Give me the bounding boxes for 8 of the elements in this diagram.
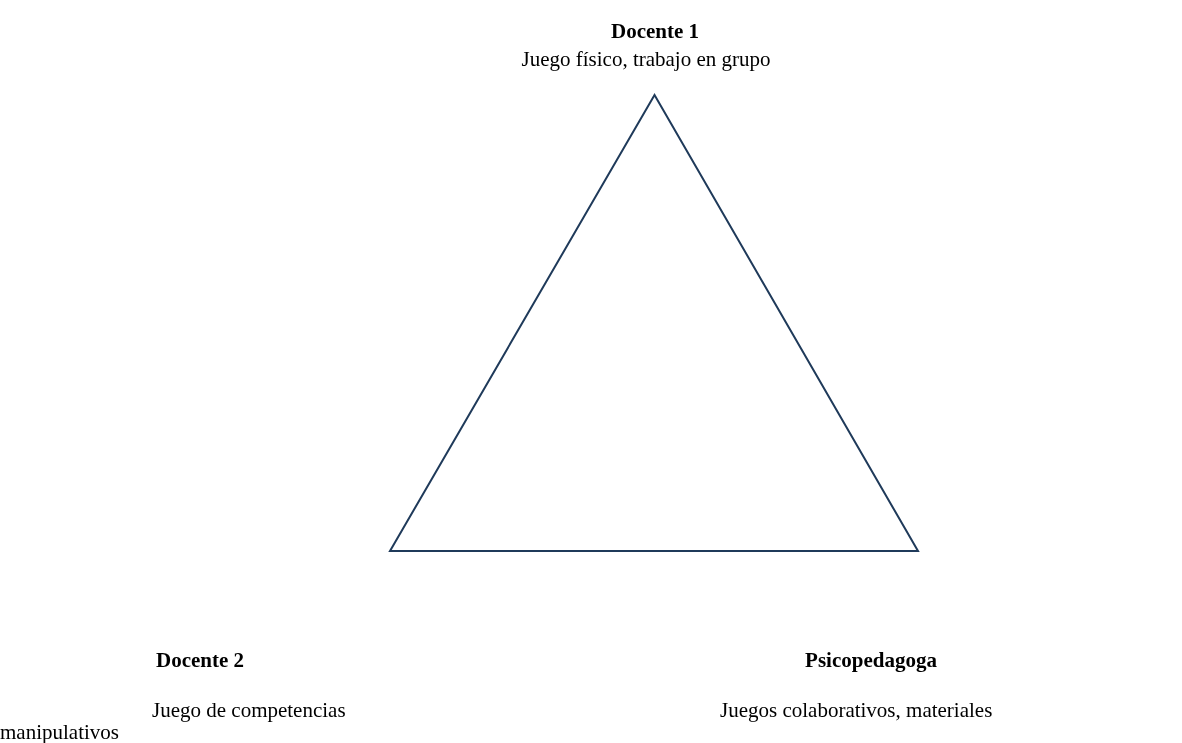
vertex-title: Psicopedagoga [805,649,937,671]
vertex-description: Juego físico, trabajo en grupo [521,48,771,70]
vertex-description: Juegos colaborativos, materiales [720,699,993,721]
vertex-description: manipulativos [0,721,119,743]
vertex-title: Docente 1 [610,20,700,42]
vertex-title: Docente 2 [155,649,245,671]
triangle-outline [388,93,920,553]
vertex-description: Juego de competencias [152,699,346,721]
